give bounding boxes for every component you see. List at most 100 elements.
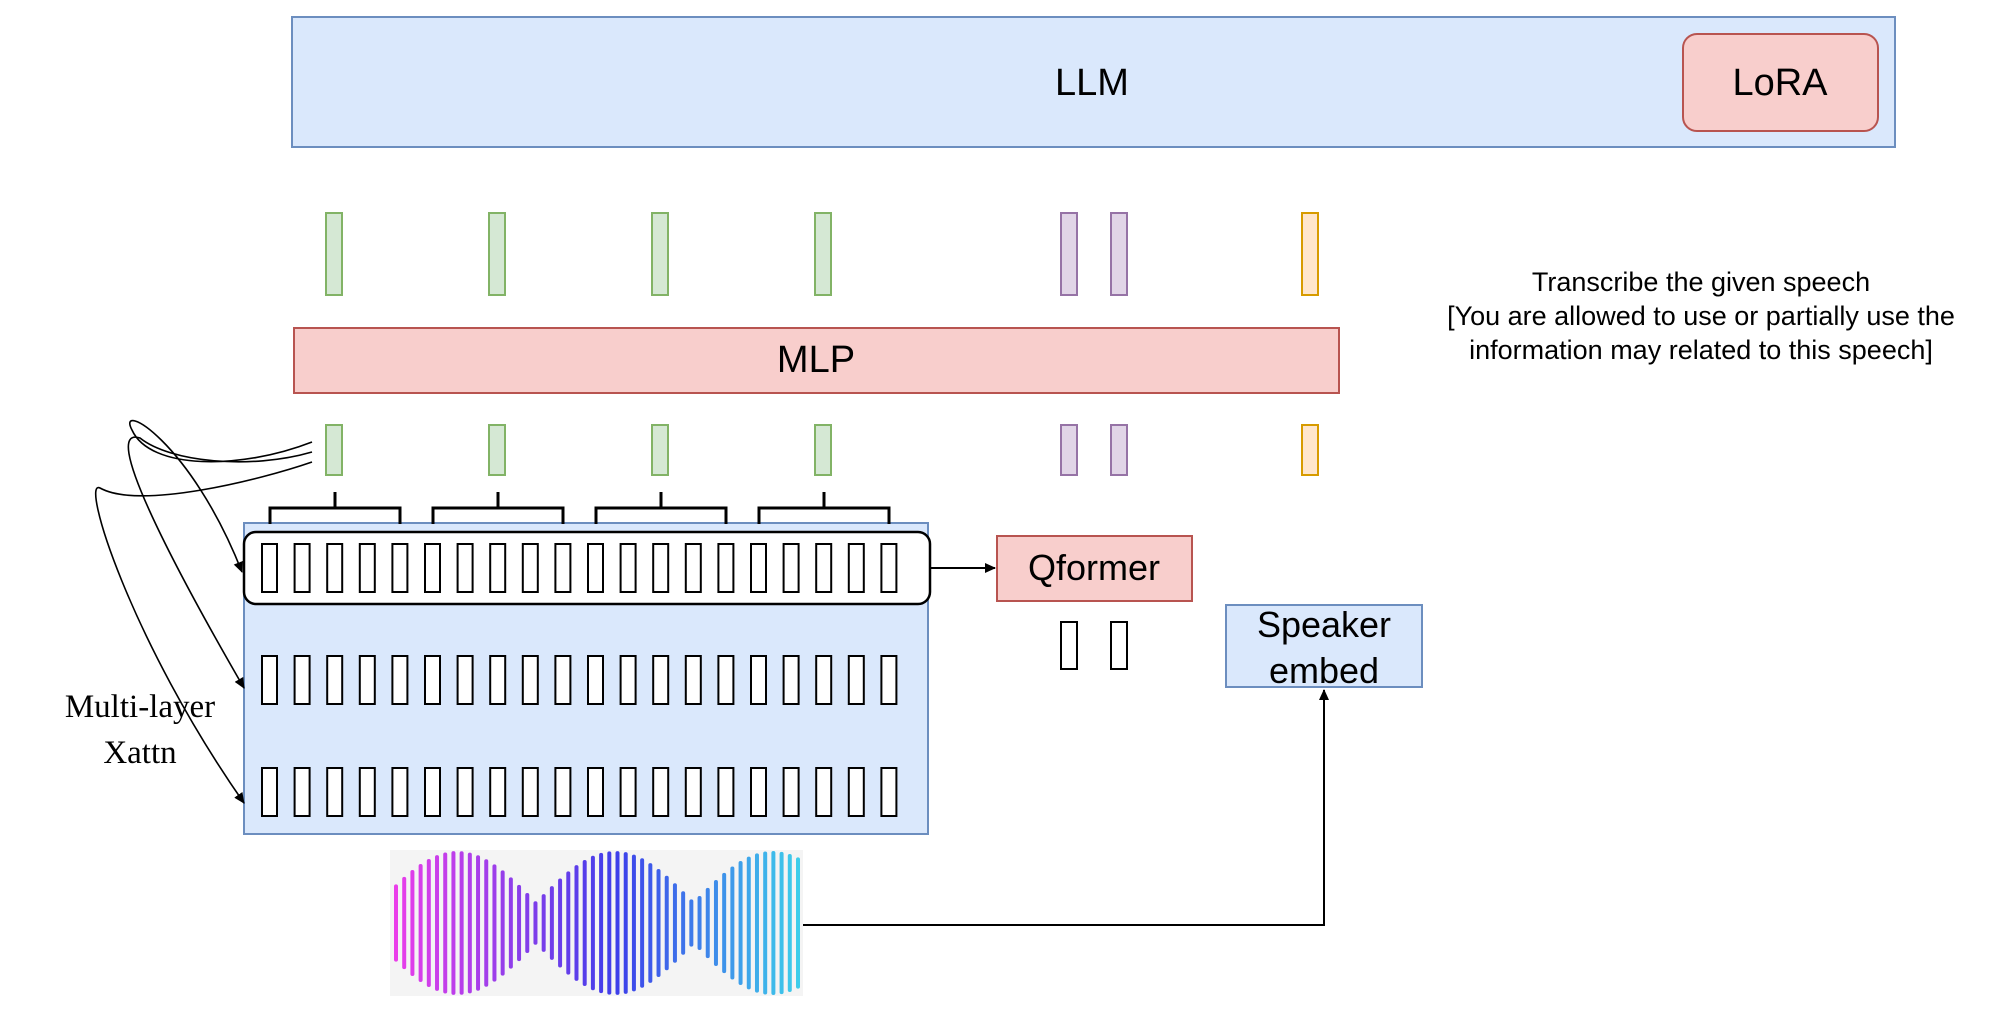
encoder-frame: [684, 767, 702, 817]
encoder-frame: [587, 767, 604, 817]
encoder-frame: [880, 767, 898, 817]
speaker-token: [1301, 424, 1319, 476]
encoder-frame: [456, 767, 474, 817]
query-token: [1060, 212, 1078, 296]
query-token: [1110, 424, 1128, 476]
encoder-layer-middle: [261, 655, 898, 705]
encoder-frame: [684, 655, 702, 705]
lora-label: LoRA: [1732, 62, 1828, 104]
encoder-frame: [326, 767, 344, 817]
pooling-bracket: [757, 492, 891, 524]
encoder-frame: [358, 543, 376, 593]
encoder-frame: [358, 655, 376, 705]
encoder-frame: [554, 767, 572, 817]
prompt-line-3: information may related to this speech]: [1469, 335, 1933, 365]
encoder-frame: [619, 655, 637, 705]
encoder-frame: [293, 543, 311, 593]
speaker-label-line-1: Speaker: [1257, 604, 1391, 645]
xattn-arrow-bottom: [94, 461, 313, 804]
encoder-frame: [424, 767, 441, 817]
encoder-frame: [782, 767, 800, 817]
encoder-frame: [587, 543, 604, 593]
encoder-frame: [750, 543, 767, 593]
encoder-frame: [782, 543, 800, 593]
encoder-frame: [293, 655, 311, 705]
query-token: [1060, 424, 1078, 476]
audio-token: [814, 212, 832, 296]
encoder-frame: [717, 543, 735, 593]
audio-token: [651, 212, 669, 296]
encoder-frame: [261, 767, 278, 817]
encoder-frame: [815, 543, 833, 593]
query-output: [1060, 621, 1078, 670]
xattn-label-line-2: Xattn: [103, 735, 176, 771]
llm-block: LLM: [291, 16, 1896, 148]
encoder-frame: [489, 767, 507, 817]
encoder-frame: [782, 655, 800, 705]
encoder-frame: [815, 655, 833, 705]
encoder-frame: [717, 767, 735, 817]
encoder-frame: [293, 767, 311, 817]
encoder-frame: [456, 655, 474, 705]
encoder-frame: [815, 767, 833, 817]
audio-token: [325, 424, 343, 476]
encoder-layer-top: [261, 543, 898, 593]
encoder-frame: [521, 543, 539, 593]
encoder-frame: [391, 543, 409, 593]
mlp-block: MLP: [293, 327, 1340, 394]
encoder-frame: [684, 543, 702, 593]
encoder-frame: [489, 543, 507, 593]
speaker-label-line-2: embed: [1269, 650, 1379, 691]
llm-label: LLM: [1055, 62, 1129, 104]
audio-token: [488, 424, 506, 476]
pooling-bracket: [268, 492, 402, 524]
mlp-label: MLP: [777, 339, 855, 381]
prompt-line-1: Transcribe the given speech: [1532, 267, 1870, 297]
encoder-frame: [489, 655, 507, 705]
encoder-frame: [521, 655, 539, 705]
pooling-brackets: [268, 492, 891, 524]
encoder-frame: [880, 655, 898, 705]
qformer-block: Qformer: [996, 535, 1193, 602]
encoder-frame: [750, 655, 767, 705]
encoder-frame: [619, 767, 637, 817]
audio-waveform: [394, 851, 800, 995]
waveform-to-speaker-arrow: [803, 689, 1329, 926]
xattn-arrows: [94, 419, 313, 804]
encoder-frame: [261, 655, 278, 705]
audio-token: [651, 424, 669, 476]
encoder-frame: [587, 655, 604, 705]
encoder-frame: [750, 767, 767, 817]
encoder-frame: [619, 543, 637, 593]
encoder-frame: [521, 767, 539, 817]
audio-token: [488, 212, 506, 296]
query-output: [1110, 621, 1128, 670]
pooling-bracket: [594, 492, 728, 524]
speaker-token: [1301, 212, 1319, 296]
prompt-text: Transcribe the given speech [You are all…: [1447, 267, 1955, 365]
encoder-frame: [358, 767, 376, 817]
encoder-frame: [391, 767, 409, 817]
query-token: [1110, 212, 1128, 296]
encoder-frame: [554, 655, 572, 705]
pooling-bracket: [431, 492, 565, 524]
encoder-frame: [847, 655, 865, 705]
encoder-frame: [391, 655, 409, 705]
encoder-frame: [652, 767, 670, 817]
encoder-frame: [554, 543, 572, 593]
lower-token-row: [325, 424, 1319, 476]
speaker-embed-block: Speaker embed: [1225, 604, 1423, 691]
xattn-arrow-middle: [127, 436, 313, 689]
encoder-frame: [847, 543, 865, 593]
encoder-frame: [847, 767, 865, 817]
lora-block: LoRA: [1682, 33, 1879, 132]
prompt-line-2: [You are allowed to use or partially use…: [1447, 301, 1955, 331]
xattn-arrow-top: [129, 419, 313, 573]
qformer-label: Qformer: [1028, 547, 1160, 588]
encoder-frame: [326, 543, 344, 593]
encoder-frame: [261, 543, 278, 593]
encoder-frame: [717, 655, 735, 705]
encoder-frame: [424, 655, 441, 705]
encoder-layer-bottom: [261, 767, 898, 817]
